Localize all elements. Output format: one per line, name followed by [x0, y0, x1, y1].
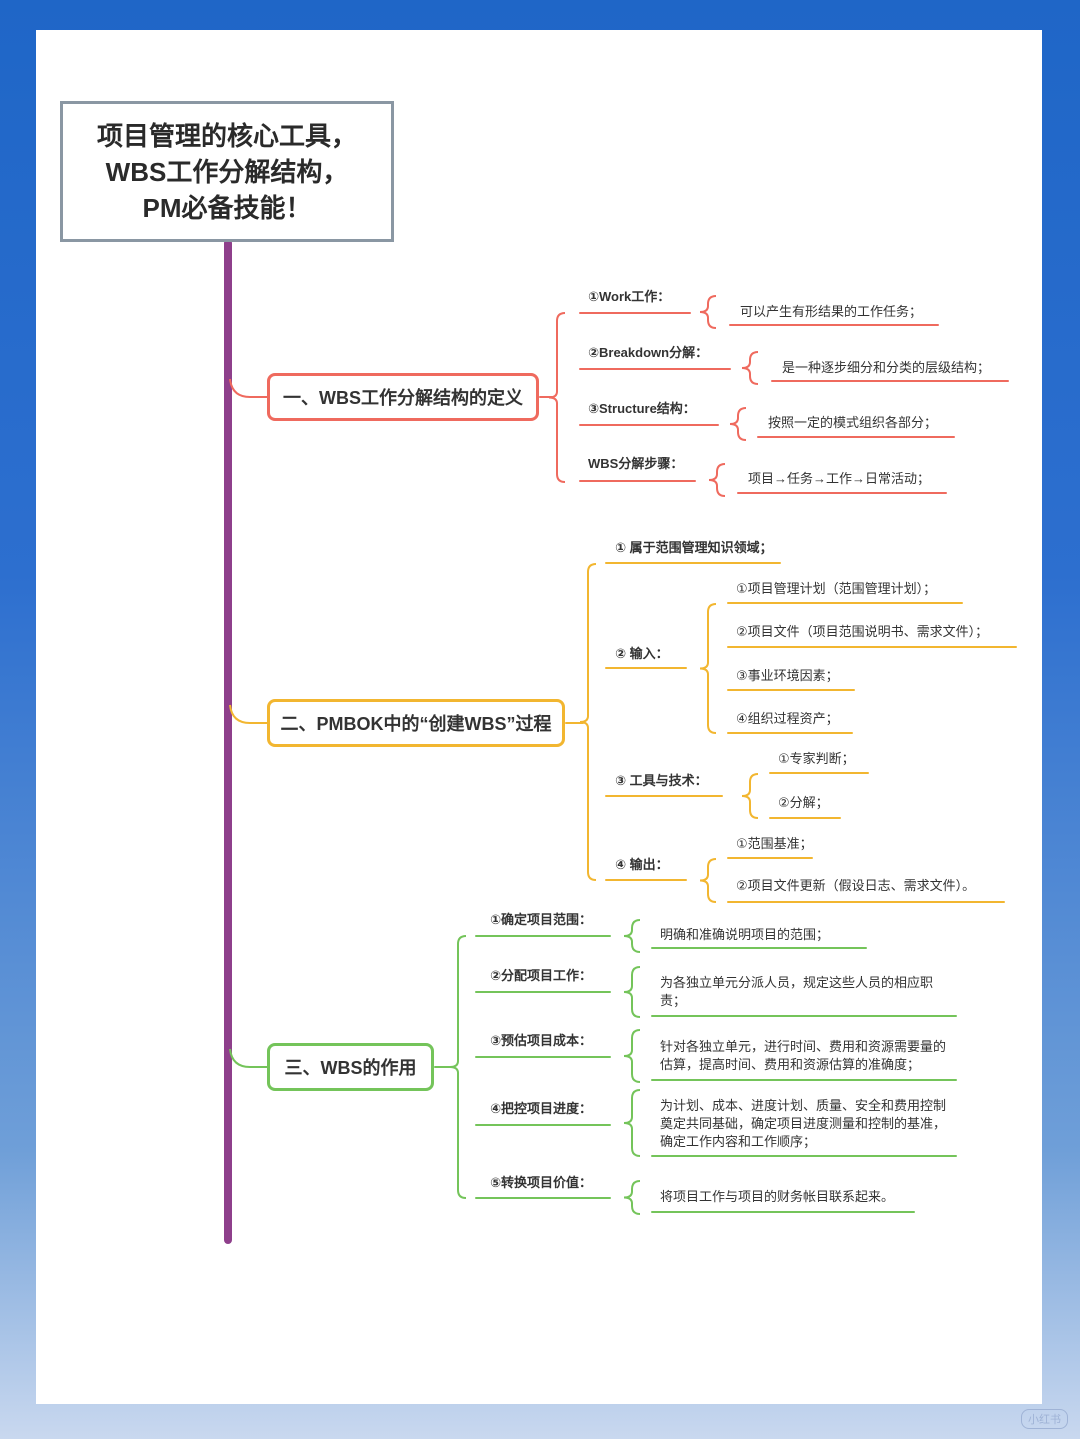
pmbok-tool-1: ①专家判断；	[778, 751, 855, 766]
pmbok-input-2: ②项目文件（项目范围说明书、需求文件）；	[736, 624, 989, 639]
pmbok-output-2: ②项目文件更新（假设日志、需求文件）。	[736, 878, 976, 893]
pmbok-item-knowledge-area: ① 属于范围管理知识领域；	[615, 540, 773, 555]
brace-pmbok-tools	[741, 773, 759, 819]
watermark-logo: 小红书	[1021, 1409, 1068, 1429]
definition-item-structure: ③Structure结构：	[588, 401, 696, 416]
connector-section-3	[229, 1048, 267, 1068]
brace-role-assign	[623, 966, 641, 1018]
brace-pmbok-inputs	[699, 603, 717, 734]
pmbok-item-tools: ③ 工具与技术：	[615, 773, 708, 788]
brace-definition-steps	[708, 463, 726, 497]
title-line-2: WBS工作分解结构，	[105, 156, 349, 187]
role-detail-value: 将项目工作与项目的财务帐目联系起来。	[660, 1189, 895, 1204]
role-detail-schedule: 为计划、成本、进度计划、质量、安全和费用控制奠定共同基础，确定项目进度测量和控制…	[660, 1098, 947, 1149]
connector-section-2	[229, 704, 267, 724]
mindmap-title-box: 项目管理的核心工具， WBS工作分解结构， PM必备技能！	[60, 101, 394, 242]
definition-detail-steps: 项目→任务→工作→日常活动；	[748, 471, 931, 486]
pmbok-item-inputs: ② 输入：	[615, 646, 669, 661]
role-item-cost: ③预估项目成本：	[490, 1033, 593, 1048]
role-item-value: ⑤转换项目价值：	[490, 1175, 593, 1190]
mindmap-title: 项目管理的核心工具， WBS工作分解结构， PM必备技能！	[97, 118, 357, 226]
definition-item-breakdown: ②Breakdown分解：	[588, 345, 709, 360]
definition-item-steps: WBS分解步骤：	[588, 456, 684, 471]
role-detail-cost: 针对各独立单元，进行时间、费用和资源需要量的估算，提高时间、费用和资源估算的准确…	[660, 1039, 947, 1072]
brace-role-schedule	[623, 1089, 641, 1157]
title-line-3: PM必备技能！	[142, 192, 312, 223]
brace-definition-breakdown	[741, 351, 759, 385]
pmbok-input-3: ③事业环境因素；	[736, 668, 839, 683]
brace-role-cost	[623, 1029, 641, 1083]
pmbok-output-1: ①范围基准；	[736, 836, 813, 851]
brace-definition-work	[699, 295, 717, 329]
definition-detail-structure: 按照一定的模式组织各部分；	[768, 415, 938, 430]
brace-pmbok-outputs	[699, 858, 717, 903]
definition-item-work: ①Work工作：	[588, 289, 671, 304]
definition-detail-work: 可以产生有形结果的工作任务；	[740, 304, 923, 319]
brace-role-scope	[623, 919, 641, 953]
role-detail-assign: 为各独立单元分派人员，规定这些人员的相应职责；	[660, 975, 934, 1008]
definition-detail-breakdown: 是一种逐步细分和分类的层级结构；	[782, 360, 991, 375]
connector-section-1	[229, 378, 267, 398]
pmbok-tool-2: ②分解；	[778, 795, 829, 810]
pmbok-item-outputs: ④ 输出：	[615, 857, 669, 872]
pmbok-input-4: ④组织过程资产；	[736, 711, 839, 726]
role-item-scope: ①确定项目范围：	[490, 912, 593, 927]
brace-role-value	[623, 1180, 641, 1215]
section-box-pmbok-create-wbs: 二、PMBOK中的“创建WBS”过程	[267, 699, 565, 747]
brace-definition-structure	[729, 407, 747, 441]
role-item-schedule: ④把控项目进度：	[490, 1101, 593, 1116]
role-item-assign: ②分配项目工作：	[490, 968, 593, 983]
pmbok-input-1: ①项目管理计划（范围管理计划）；	[736, 581, 937, 596]
role-detail-scope: 明确和准确说明项目的范围；	[660, 927, 830, 942]
title-line-1: 项目管理的核心工具，	[96, 120, 357, 151]
section-box-wbs-role: 三、WBS的作用	[267, 1043, 434, 1091]
section-box-definition: 一、WBS工作分解结构的定义	[267, 373, 539, 421]
